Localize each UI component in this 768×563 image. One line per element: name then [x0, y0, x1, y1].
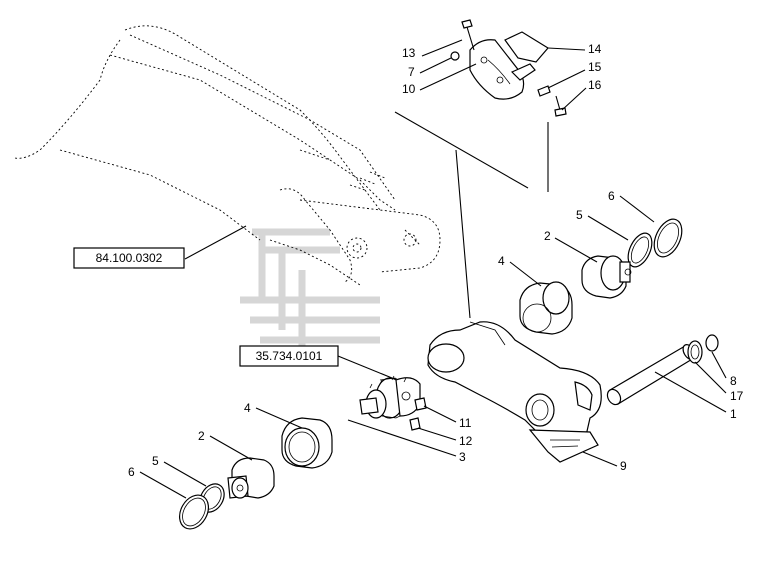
- leader-3: [365, 425, 457, 457]
- leader-7: [419, 57, 452, 74]
- callout-4-lower: 4: [244, 401, 251, 415]
- pin-15: [537, 85, 551, 97]
- leader-16: [561, 87, 587, 111]
- plug-8: [705, 334, 719, 352]
- ring-5-upper: [627, 232, 653, 268]
- sleeve-4-lower: [281, 417, 333, 469]
- watermark: [240, 228, 380, 360]
- ring-6-lower: [178, 494, 210, 530]
- boom-arm: [14, 25, 441, 286]
- callout-7: 7: [408, 65, 415, 79]
- leader-10: [419, 63, 477, 91]
- callout-10: 10: [402, 82, 416, 96]
- leader-9: [582, 451, 618, 467]
- washer-17: [687, 340, 703, 364]
- washer-7: [450, 51, 460, 61]
- callout-6-upper: 6: [608, 189, 615, 203]
- bushing-2-lower: [227, 457, 275, 499]
- cover-assembly: [469, 31, 549, 100]
- leader-6-lower: [139, 471, 187, 499]
- bushing-2-upper: [581, 255, 632, 299]
- fitting-11: [414, 397, 427, 411]
- callout-9: 9: [620, 459, 627, 473]
- swing-link-9: [427, 321, 602, 463]
- callout-11: 11: [459, 416, 472, 430]
- boom-ref-leader: [184, 225, 247, 260]
- guide-line-a: [394, 111, 529, 189]
- callout-13: 13: [402, 46, 416, 60]
- callout-12: 12: [459, 434, 473, 448]
- callout-2-lower: 2: [198, 429, 205, 443]
- leader-1: [654, 371, 727, 413]
- callout-5-upper: 5: [576, 208, 583, 222]
- callout-16: 16: [588, 78, 602, 92]
- callout-2-upper: 2: [544, 229, 551, 243]
- hub-assembly: [359, 375, 421, 419]
- pin-3: [347, 419, 367, 427]
- leader-4-upper: [509, 261, 542, 287]
- boom-ref-box: [73, 247, 185, 269]
- callout-15: 15: [588, 60, 602, 74]
- leader-4-lower: [255, 407, 303, 429]
- callout-1: 1: [730, 407, 737, 421]
- guide-line-b: [455, 149, 471, 319]
- callout-6-lower: 6: [128, 465, 135, 479]
- callout-17: 17: [730, 389, 744, 403]
- callout-8: 8: [730, 374, 737, 388]
- boom-ref-label: 84.100.0302: [96, 251, 163, 265]
- hub-ref-box: [239, 345, 339, 367]
- leader-11: [423, 405, 457, 423]
- leader-5-upper: [587, 215, 629, 241]
- leader-8: [711, 351, 727, 379]
- leader-2-lower: [209, 435, 253, 461]
- leader-14: [547, 47, 586, 51]
- leader-17: [694, 361, 727, 394]
- sleeve-4-upper: [519, 281, 573, 335]
- pin-1: [606, 344, 696, 406]
- callout-3: 3: [459, 450, 466, 464]
- callout-5-lower: 5: [152, 454, 159, 468]
- ring-6-upper: [653, 218, 683, 258]
- bolt-16: [554, 95, 567, 117]
- fitting-12: [409, 417, 421, 431]
- callout-4-upper: 4: [498, 254, 505, 268]
- bolt-13: [461, 19, 475, 51]
- leader-12: [417, 427, 457, 441]
- hub-ref-leader: [337, 355, 393, 379]
- hub-ref-label: 35.734.0101: [256, 349, 323, 363]
- leader-2-upper: [554, 237, 598, 263]
- leader-13: [421, 39, 463, 57]
- leader-6-upper: [619, 195, 655, 223]
- leader-15: [547, 69, 586, 89]
- callout-14: 14: [588, 42, 602, 56]
- leader-5-lower: [163, 461, 207, 487]
